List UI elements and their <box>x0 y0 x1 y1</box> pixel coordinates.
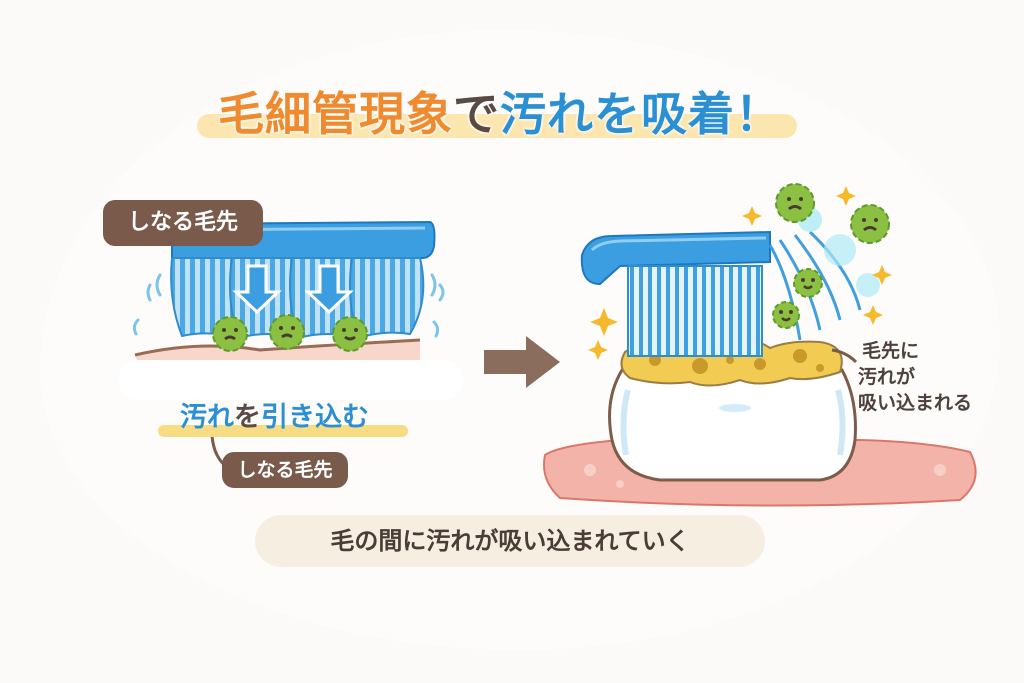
germ-icon <box>850 204 890 244</box>
title-part-adsorb: 汚れを吸着 <box>500 87 735 141</box>
germ-icon <box>269 314 305 350</box>
title-part-capillary: 毛細管現象 <box>218 87 453 141</box>
down-arrow-icon <box>232 264 282 315</box>
pull-highlight-band <box>158 425 408 437</box>
side-label-line: 汚れが <box>858 366 916 388</box>
title-highlight-band <box>197 114 797 138</box>
germ-icon <box>212 316 248 352</box>
germ-icon <box>332 316 368 352</box>
pull-text-dirt: 汚れ <box>180 402 234 433</box>
down-arrow-icon <box>304 264 354 315</box>
title-block: 毛細管現象で汚れを吸着！ <box>195 78 805 148</box>
germ-icon <box>772 301 800 329</box>
pull-in-dirt-label: 汚れを引き込む <box>180 395 369 434</box>
right-toothbrush <box>580 208 880 357</box>
flexible-bristle-label-bottom: しなる毛先 <box>222 452 348 488</box>
side-label-line: 毛先に <box>862 340 920 362</box>
side-label-line: 吸い込まれる <box>858 392 973 414</box>
pull-text-pull: 引き込む <box>261 402 369 433</box>
title-part-de: で <box>453 87 500 141</box>
germ-icon <box>793 268 823 298</box>
motion-lines <box>132 273 445 338</box>
caption: 毛の間に汚れが吸い込まれていく <box>255 515 765 567</box>
sparkle-icons <box>588 186 892 360</box>
page-title: 毛細管現象で汚れを吸着！ <box>195 78 805 144</box>
tooth <box>608 368 857 482</box>
connector-line <box>831 348 858 364</box>
title-part-exclaim: ！ <box>735 87 782 141</box>
flexible-bristle-label-top: しなる毛先 <box>103 200 263 246</box>
pull-text-wo: を <box>234 402 261 433</box>
absorbed-side-label: 毛先に 汚れが 吸い込まれる <box>858 338 972 416</box>
right-arrow-icon <box>484 336 560 388</box>
germ-icon <box>775 183 815 223</box>
